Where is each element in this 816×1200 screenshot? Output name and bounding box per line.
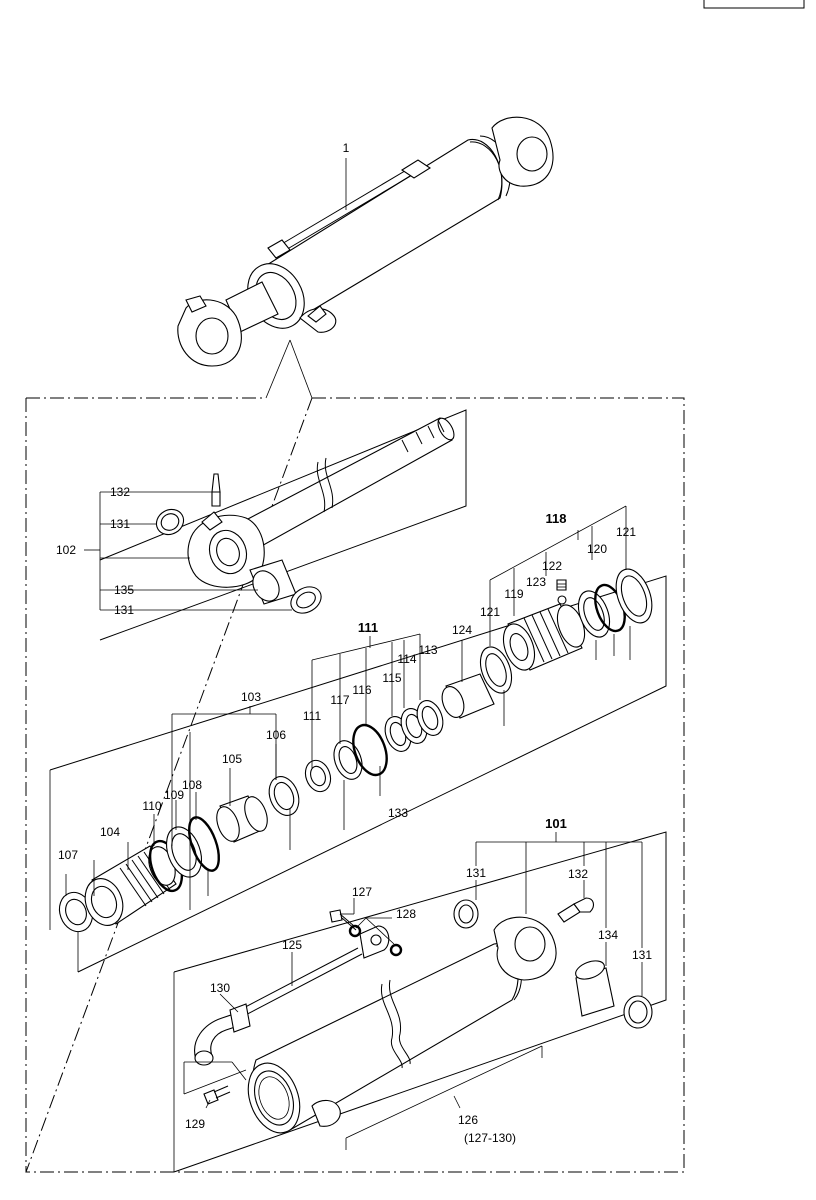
label-part-122: 122 <box>542 559 562 573</box>
label-part-131-tube-left: 131 <box>466 866 486 880</box>
label-part-131-rod-top: 131 <box>110 517 130 531</box>
label-part-126: 126 <box>458 1113 478 1127</box>
label-part-123: 123 <box>526 575 546 589</box>
label-part-124: 124 <box>452 623 472 637</box>
label-part-135: 135 <box>114 583 134 597</box>
label-part-120: 120 <box>587 542 607 556</box>
label-part-108: 108 <box>182 778 202 792</box>
label-part-126-range: (127-130) <box>464 1131 516 1145</box>
label-part-119: 119 <box>504 587 523 601</box>
label-part-106: 106 <box>266 728 286 742</box>
label-part-121-lower: 121 <box>480 605 500 619</box>
label-part-101: 101 <box>545 816 567 831</box>
label-part-115: 115 <box>382 671 401 685</box>
label-part-114: 114 <box>397 652 416 666</box>
label-part-105: 105 <box>222 752 242 766</box>
label-part-132-tube: 132 <box>568 867 588 881</box>
label-part-131-tube-right: 131 <box>632 948 652 962</box>
label-part-133: 133 <box>388 806 408 820</box>
label-part-128: 128 <box>396 907 416 921</box>
label-part-127: 127 <box>352 885 372 899</box>
piston-seal-group: 103 104 105 106 107 108 109 110 111 111 … <box>49 505 667 973</box>
label-part-117: 117 <box>330 693 349 707</box>
label-part-103: 103 <box>241 690 261 704</box>
label-part-111: 111 <box>303 709 322 723</box>
label-part-121-upper: 121 <box>616 525 636 539</box>
label-part-132-rod: 132 <box>110 485 130 499</box>
label-part-129: 129 <box>185 1117 205 1131</box>
page-corner-box <box>703 0 805 9</box>
label-part-1: 1 <box>343 141 350 155</box>
label-part-110: 110 <box>142 799 161 813</box>
label-part-113: 113 <box>418 643 437 657</box>
cylinder-tube-group: 101 131 132 134 131 127 128 125 130 129 … <box>173 816 667 1173</box>
label-part-131-rod-bottom: 131 <box>114 603 134 617</box>
detail-frame <box>25 397 685 1173</box>
label-part-109: 109 <box>164 788 184 802</box>
label-part-118: 118 <box>546 511 567 526</box>
label-part-104: 104 <box>100 825 120 839</box>
label-part-102: 102 <box>56 543 76 557</box>
cylinder-assembly-illustration: 1 <box>177 116 554 399</box>
label-part-116: 116 <box>352 683 371 697</box>
label-part-111-group: 111 <box>358 620 378 635</box>
label-part-130: 130 <box>210 981 230 995</box>
label-part-125: 125 <box>282 938 302 952</box>
piston-rod-group: 132 131 102 135 131 <box>56 409 467 641</box>
label-part-134: 134 <box>598 928 618 942</box>
label-part-107: 107 <box>58 848 78 862</box>
